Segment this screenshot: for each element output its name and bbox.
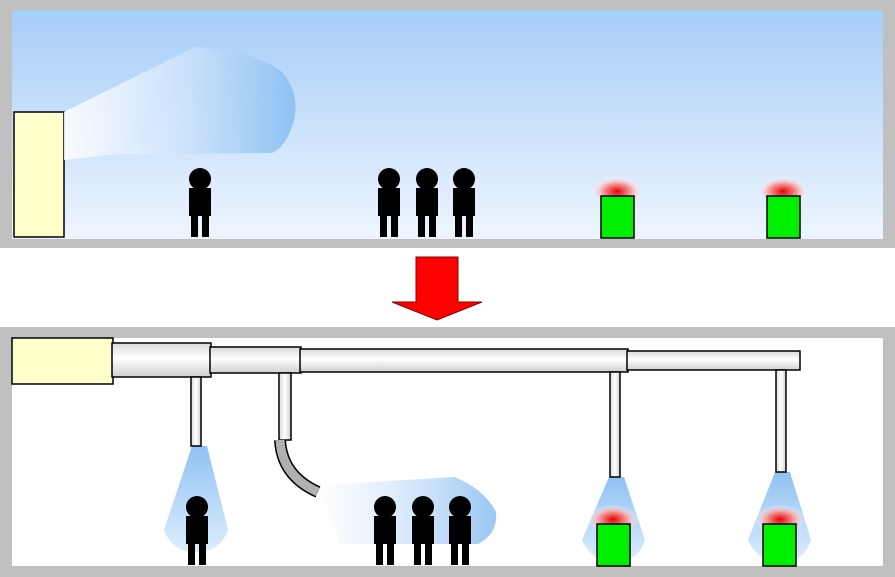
duct-segment xyxy=(111,342,212,378)
airflow-plume xyxy=(64,47,296,160)
air-conditioner-icon xyxy=(13,111,65,238)
arrow-down-icon xyxy=(391,256,483,321)
duct-segment xyxy=(299,348,629,373)
panel-after xyxy=(0,327,895,577)
machine-icon xyxy=(591,175,643,239)
machine-icon xyxy=(757,175,809,239)
machine-icon xyxy=(587,503,639,567)
air-conditioner-icon xyxy=(11,337,114,385)
panel-before xyxy=(0,0,895,248)
machine-icon xyxy=(754,503,806,567)
duct-segment xyxy=(209,346,302,374)
duct-segment xyxy=(626,350,801,371)
